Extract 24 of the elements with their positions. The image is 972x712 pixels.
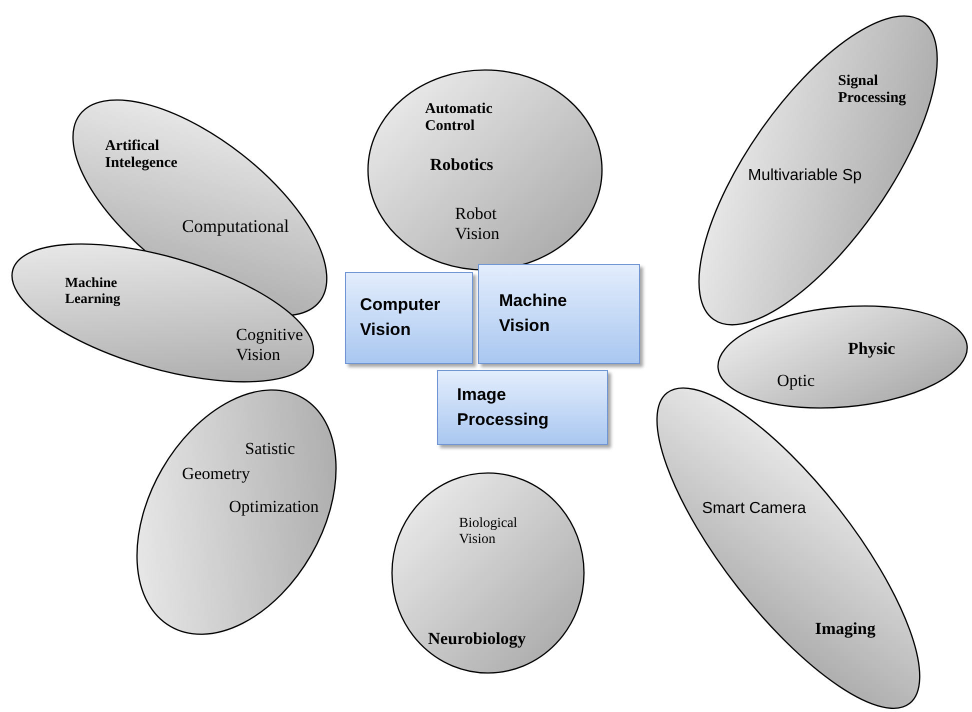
topic-label: Signal Processing xyxy=(838,72,908,108)
topic-label: Multivariable Sp xyxy=(748,166,862,186)
topic-label: Computational xyxy=(182,216,289,237)
topic-label: Neurobiology xyxy=(428,629,526,649)
topic-label: Imaging xyxy=(814,618,876,639)
topic-label: Satistic xyxy=(244,438,296,459)
topic-label: Smart Camera xyxy=(702,500,806,518)
box-label: Machine Vision xyxy=(499,290,568,337)
concept-box xyxy=(478,264,640,364)
topic-label: Geometry xyxy=(182,464,250,484)
topic-label: Optic xyxy=(776,370,815,391)
topic-label: Robot Vision xyxy=(455,204,500,244)
topic-label: Physic xyxy=(848,338,896,359)
box-label: Computer Vision xyxy=(360,294,442,341)
topic-label: Cognitive Vision xyxy=(236,324,304,364)
topic-label: Biological Vision xyxy=(459,516,518,548)
topic-label: Robotics xyxy=(430,155,494,175)
concept-box xyxy=(345,272,473,364)
box-label: Image Processing xyxy=(457,384,550,431)
concept-box xyxy=(437,370,608,445)
topic-label: Machine Learning xyxy=(64,276,122,308)
topic-label: Optimization xyxy=(228,496,319,517)
topic-label: Artifical Intelegence xyxy=(104,138,178,172)
topic-label: Automatic Control xyxy=(425,101,494,136)
